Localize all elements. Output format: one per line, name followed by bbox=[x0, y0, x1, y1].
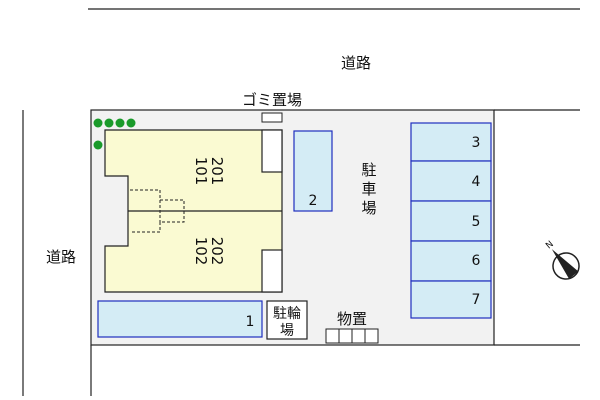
bicycle-parking bbox=[266, 300, 308, 340]
parking-space-7 bbox=[410, 280, 492, 319]
unit-number-102: 102 bbox=[192, 237, 210, 266]
road-label-top: 道路 bbox=[341, 54, 371, 72]
bicycle-parking-label-2: 場 bbox=[280, 323, 294, 339]
unit-number-202: 202 bbox=[208, 237, 226, 266]
parking-space-5 bbox=[410, 200, 492, 242]
parking-label-char-2: 車 bbox=[361, 180, 376, 198]
parking-label-char-3: 場 bbox=[361, 199, 376, 217]
balcony-upper bbox=[261, 129, 283, 173]
tree-dot-icon bbox=[93, 140, 103, 150]
tree-dot-icon bbox=[126, 118, 136, 128]
balcony-lower bbox=[261, 249, 283, 293]
parking-number-2: 2 bbox=[309, 193, 318, 209]
parking-number-6: 6 bbox=[472, 253, 481, 269]
unit-number-101: 101 bbox=[192, 157, 210, 186]
road-label-left: 道路 bbox=[46, 248, 76, 266]
tree-dot-icon bbox=[93, 118, 103, 128]
stair-dashed bbox=[130, 189, 185, 233]
tree-dot-icon bbox=[115, 118, 125, 128]
unit-number-201: 201 bbox=[208, 157, 226, 186]
parking-number-5: 5 bbox=[472, 214, 481, 230]
bicycle-parking-label-1: 駐輪 bbox=[273, 305, 301, 322]
north-compass-icon: N bbox=[544, 239, 580, 280]
garbage-label: ゴミ置場 bbox=[242, 91, 302, 109]
storage-label: 物置 bbox=[337, 310, 367, 328]
garbage-area bbox=[261, 112, 283, 123]
svg-text:N: N bbox=[544, 239, 556, 251]
parking-number-1: 1 bbox=[246, 314, 255, 330]
parking-space-3 bbox=[410, 122, 492, 162]
parking-space-1 bbox=[97, 300, 263, 338]
parking-space-2 bbox=[293, 130, 333, 212]
parking-number-7: 7 bbox=[472, 292, 481, 308]
parking-number-3: 3 bbox=[472, 135, 481, 151]
parking-label-char-1: 駐 bbox=[361, 161, 376, 179]
tree-dot-icon bbox=[104, 118, 114, 128]
parking-number-4: 4 bbox=[472, 174, 481, 190]
